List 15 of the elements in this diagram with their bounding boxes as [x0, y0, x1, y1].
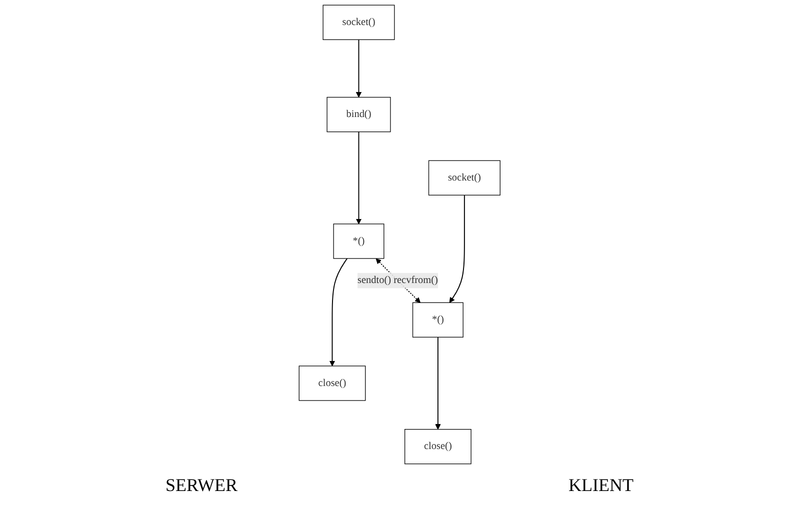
arrow [449, 194, 465, 303]
arrow [435, 336, 441, 430]
node-box: bind() [326, 96, 391, 132]
arrow [356, 39, 362, 98]
node-box: socket() [322, 4, 395, 40]
arrow [329, 258, 348, 366]
column-caption: KLIENT [568, 475, 634, 496]
node-box: *() [333, 224, 384, 259]
node-box: socket() [428, 160, 500, 196]
node-box: *() [412, 302, 464, 338]
arrow [356, 131, 362, 224]
column-caption: SERWER [166, 475, 238, 496]
node-box: close() [298, 366, 366, 401]
edge-label: sendto() recvfrom() [357, 274, 438, 286]
node-box: close() [404, 429, 472, 464]
